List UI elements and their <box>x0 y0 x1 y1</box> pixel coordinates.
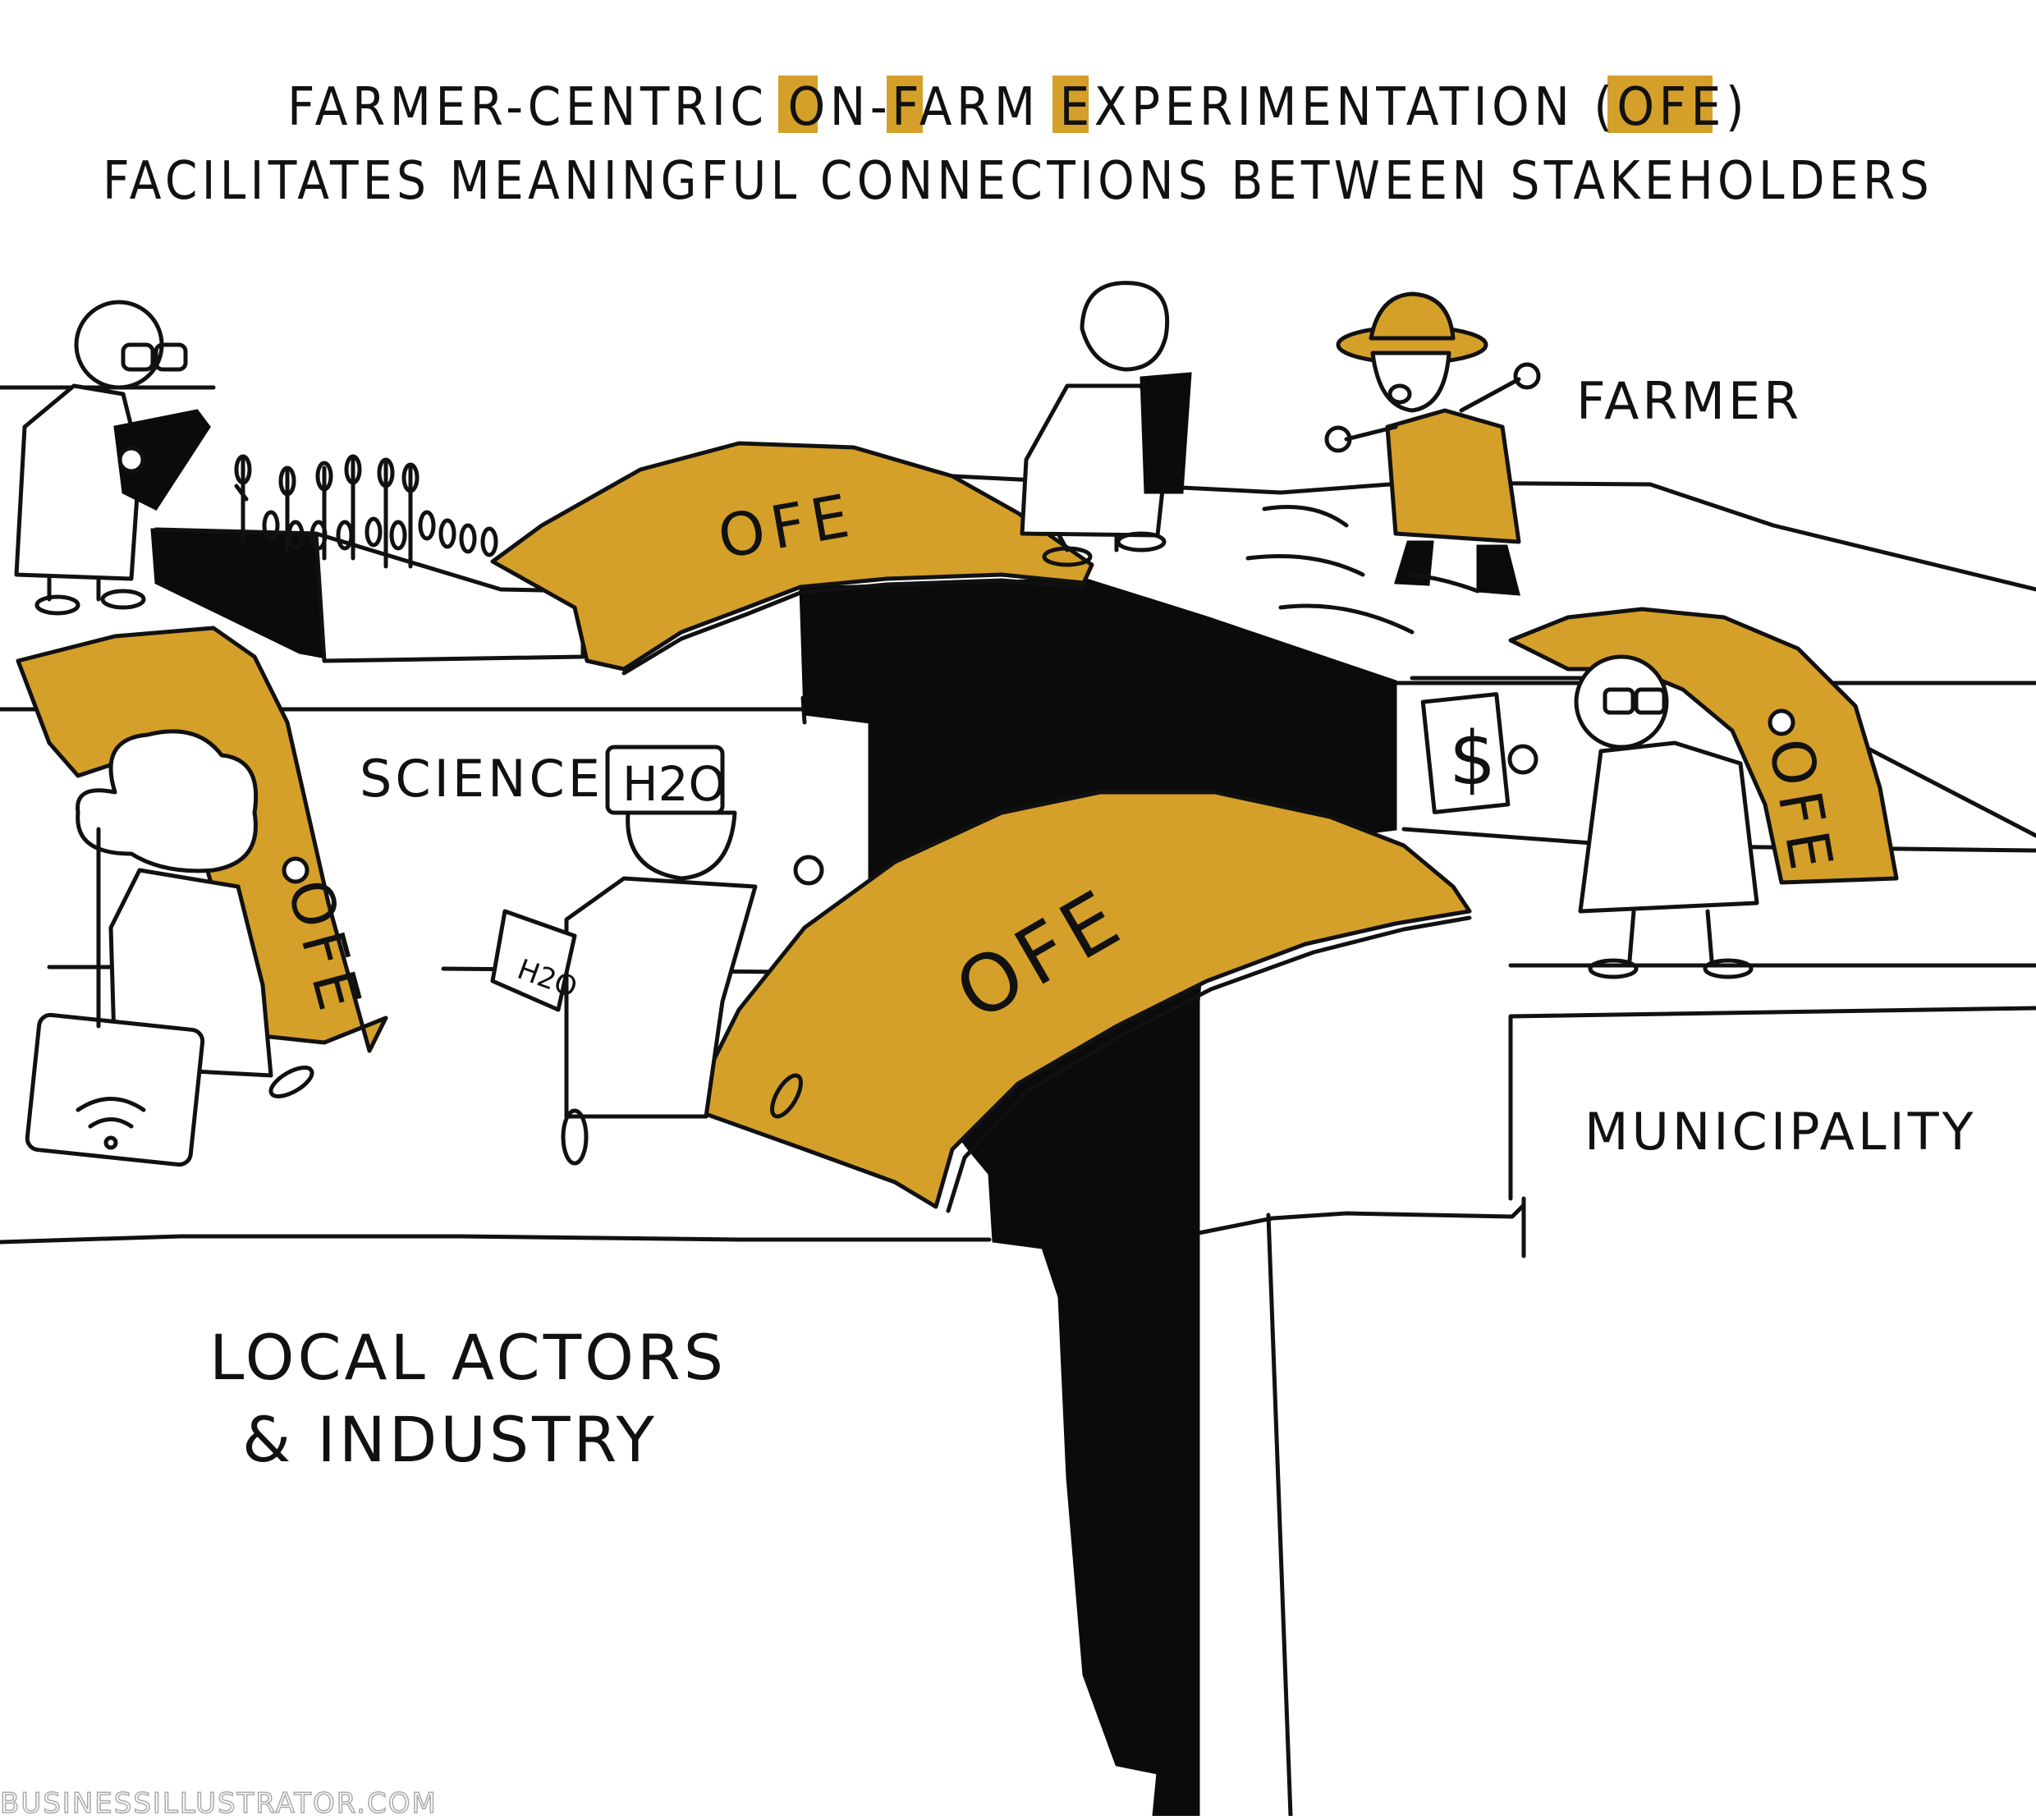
title: FARMER-CENTRIC ON-FARM EXPERIMENTATION (… <box>103 76 1933 212</box>
bridge-top: OFE <box>490 441 1094 676</box>
label-science: SCIENCE <box>360 749 603 809</box>
title-highlight-f <box>887 76 923 133</box>
local-actor <box>25 729 314 1167</box>
title-line-1: FARMER-CENTRIC ON-FARM EXPERIMENTATION (… <box>287 77 1749 138</box>
label-municipality: MUNICIPALITY <box>1584 1102 1977 1162</box>
helmet-text: H2O <box>622 756 726 812</box>
scientist <box>14 300 211 616</box>
water-engineer: H2O H2O <box>490 745 824 1166</box>
seed-tray <box>154 454 585 663</box>
money-sign: $ <box>1449 716 1496 802</box>
label-industry: & INDUSTRY <box>242 1403 658 1476</box>
title-highlight-o <box>778 76 818 133</box>
title-line-2: FACILITATES MEANINGFUL CONNECTIONS BETWE… <box>103 151 1933 212</box>
title-highlight-ofe <box>1607 76 1713 133</box>
credit-watermark: BUSINESSILLUSTRATOR.COM <box>0 1787 438 1816</box>
title-highlight-e <box>1052 76 1089 133</box>
farmer <box>1245 291 1541 635</box>
researcher <box>1020 281 1192 567</box>
chasm <box>150 528 1397 1818</box>
label-local-actors: LOCAL ACTORS <box>209 1321 727 1394</box>
label-farmer: FARMER <box>1576 371 1802 431</box>
bridge-center: OFE <box>687 790 1472 1213</box>
official: $ <box>1420 654 1795 979</box>
seedlings <box>234 454 498 569</box>
